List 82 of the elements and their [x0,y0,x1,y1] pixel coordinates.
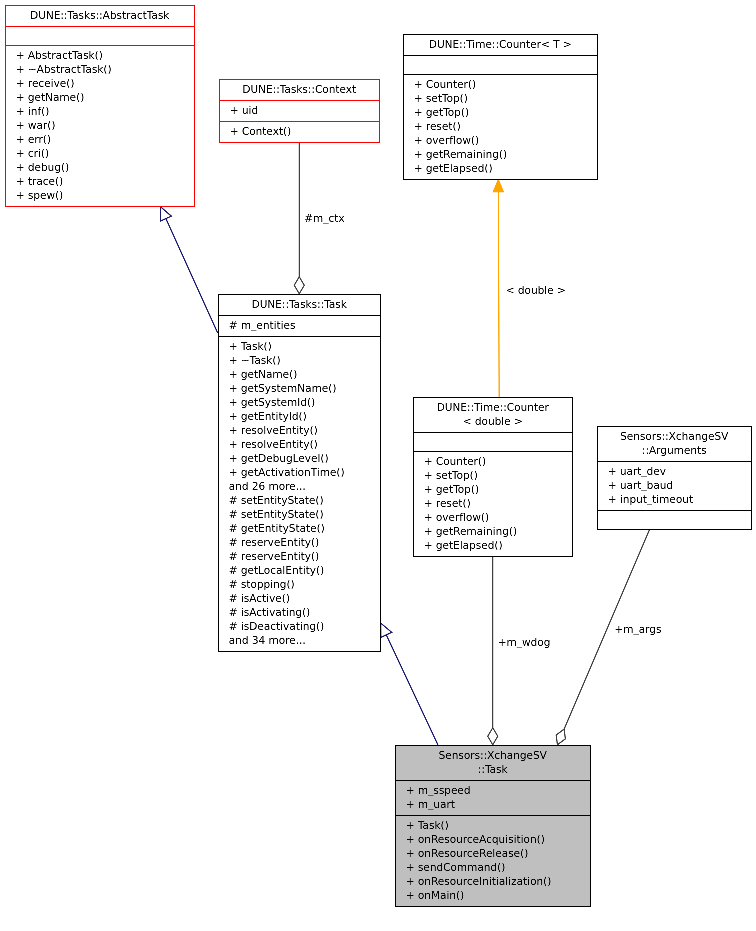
class-member: + uid [230,104,260,118]
class-member: + getDebugLevel() [229,452,330,466]
class-member: + uart_dev [608,465,668,479]
class-box [403,34,598,180]
class-member: # reserveEntity() [229,550,320,564]
class-member: + getElapsed() [414,162,494,176]
class-member: + trace() [16,175,64,189]
class-member: + onResourceInitialization() [406,875,553,889]
class-member: # stopping() [229,578,296,592]
class-member: + inf() [16,105,51,119]
class-member: + Context() [230,125,292,139]
class-member: + getName() [229,368,299,382]
class-member: + input_timeout [608,493,694,507]
class-member: # reserveEntity() [229,536,320,550]
class-member: + debug() [16,161,70,175]
class-box [218,294,381,652]
class-name: DUNE::Tasks::Context [242,83,356,97]
class-name: DUNE::Time::Counter < double > [436,401,550,429]
class-member: + getTop() [424,483,480,497]
class-member: + reset() [414,120,462,134]
class-member: + Counter() [414,78,478,92]
class-member: + getRemaining() [424,525,518,539]
connector-arrow [493,179,504,397]
class-member: + Task() [229,340,273,354]
class-member: + overflow() [424,511,490,525]
class-name: Sensors::XchangeSV ::Task [438,749,548,777]
class-member: + getElapsed() [424,539,504,553]
class-box [597,426,752,530]
class-member: + overflow() [414,134,480,148]
class-member: # setEntityState() [229,508,325,522]
class-member: + getSystemId() [229,396,316,410]
class-member: + war() [16,119,57,133]
edge-label: #m_ctx [304,212,346,224]
class-member: + setTop() [424,469,480,483]
class-member: # isActive() [229,592,292,606]
class-member: + onMain() [406,889,466,903]
connector-arrow [380,622,439,746]
class-member: + onResourceAcquisition() [406,833,546,847]
connector-arrow [160,206,219,334]
edge-label: +m_args [614,624,663,636]
class-member: + uart_baud [608,479,674,493]
class-member: + ~Task() [229,354,282,368]
class-member: + onResourceRelease() [406,847,530,861]
class-box [413,397,573,557]
class-box [5,5,195,207]
edge-label: +m_wdog [497,637,552,649]
class-name: DUNE::Time::Counter< T > [429,38,572,52]
class-member: + Counter() [424,455,488,469]
class-member: + getTop() [414,106,470,120]
class-member: + getName() [16,91,86,105]
class-member: + sendCommand() [406,861,507,875]
class-member: + setTop() [414,92,470,106]
class-box [395,745,591,907]
class-member: + getRemaining() [414,148,508,162]
class-member: + resolveEntity() [229,438,320,452]
class-name: DUNE::Tasks::AbstractTask [30,9,170,23]
class-member: + AbstractTask() [16,49,104,63]
class-member: + getEntityId() [229,410,308,424]
class-member: + cri() [16,147,50,161]
class-member: + err() [16,133,52,147]
class-member: + ~AbstractTask() [16,63,113,77]
class-member: + m_sspeed [406,784,472,798]
class-member: + getActivationTime() [229,466,346,480]
class-member: + resolveEntity() [229,424,320,438]
class-box [219,79,380,143]
class-member: and 34 more... [229,634,308,648]
edge-label: < double > [504,284,568,296]
class-member: + reset() [424,497,472,511]
class-member: + receive() [16,77,76,91]
class-member: + spew() [16,189,65,203]
class-member: # setEntityState() [229,494,325,508]
class-member: # m_entities [229,319,297,333]
class-member: # isDeactivating() [229,620,326,634]
class-name: DUNE::Tasks::Task [252,298,348,312]
class-member: + getSystemName() [229,382,338,396]
class-member: # getEntityState() [229,522,326,536]
class-name: Sensors::XchangeSV ::Arguments [619,430,730,458]
class-member: and 26 more... [229,480,308,494]
class-member: + Task() [406,819,450,833]
class-member: + m_uart [406,798,456,812]
class-member: # isActivating() [229,606,312,620]
class-member: # getLocalEntity() [229,564,326,578]
